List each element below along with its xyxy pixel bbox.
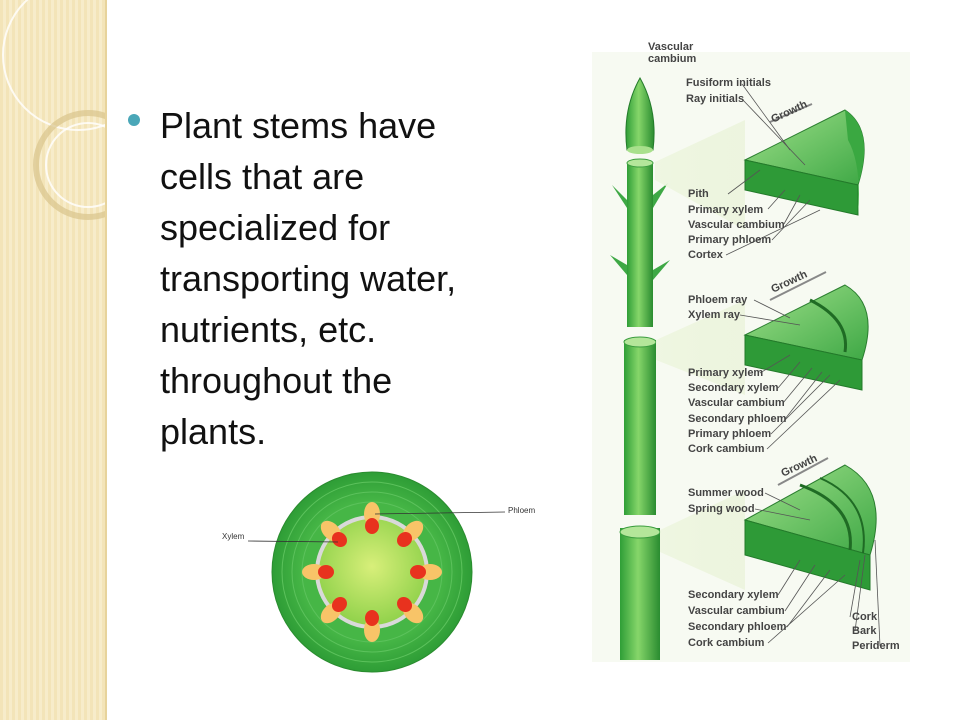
block-woody xyxy=(743,464,877,591)
label-cork: Cork xyxy=(852,611,878,623)
label-secondary-phloem-3: Secondary phloem xyxy=(688,621,787,633)
label-primary-phloem-2: Primary phloem xyxy=(688,428,772,440)
phloem-label: Phloem xyxy=(508,506,536,515)
label-growth-3: Growth xyxy=(779,452,820,480)
bullet-text: Plant stems have cells that are speciali… xyxy=(160,105,457,452)
label-secondary-xylem-2: Secondary xylem xyxy=(688,382,779,394)
label-secondary-phloem-2: Secondary phloem xyxy=(688,413,787,425)
block-secondary xyxy=(743,284,869,391)
label-secondary-xylem-3: Secondary xylem xyxy=(688,589,779,601)
label-periderm: Periderm xyxy=(852,640,900,652)
label-primary-xylem-2: Primary xylem xyxy=(688,367,764,379)
label-vascular-cambium-1: Vascular cambium xyxy=(688,219,785,231)
label-phloem-ray: Phloem ray xyxy=(688,294,748,306)
label-vascular-cambium-top: Vascular cambium xyxy=(648,41,697,65)
label-summer-wood: Summer wood xyxy=(688,487,764,499)
label-vascular-cambium-2: Vascular cambium xyxy=(688,397,785,409)
label-growth-2: Growth xyxy=(769,268,810,296)
label-primary-phloem-1: Primary phloem xyxy=(688,234,772,246)
label-ray-initials: Ray initials xyxy=(686,93,745,105)
label-cork-cambium-3: Cork cambium xyxy=(688,637,765,649)
label-bark: Bark xyxy=(852,625,877,637)
label-primary-xylem-1: Primary xylem xyxy=(688,204,764,216)
decorative-side-strip xyxy=(0,0,107,720)
block-primary xyxy=(743,109,865,216)
label-spring-wood: Spring wood xyxy=(688,503,755,515)
label-cortex: Cortex xyxy=(688,249,723,261)
label-fusiform-initials: Fusiform initials xyxy=(686,77,771,89)
bullet-dot-icon xyxy=(128,114,140,126)
xylem-label: Xylem xyxy=(222,532,245,541)
label-pith: Pith xyxy=(688,188,709,200)
label-xylem-ray: Xylem ray xyxy=(688,309,740,321)
label-growth-1: Growth xyxy=(769,98,810,126)
label-cork-cambium-2: Cork cambium xyxy=(688,443,765,455)
label-vascular-cambium-3: Vascular cambium xyxy=(688,605,785,617)
decorative-circles xyxy=(2,0,105,220)
